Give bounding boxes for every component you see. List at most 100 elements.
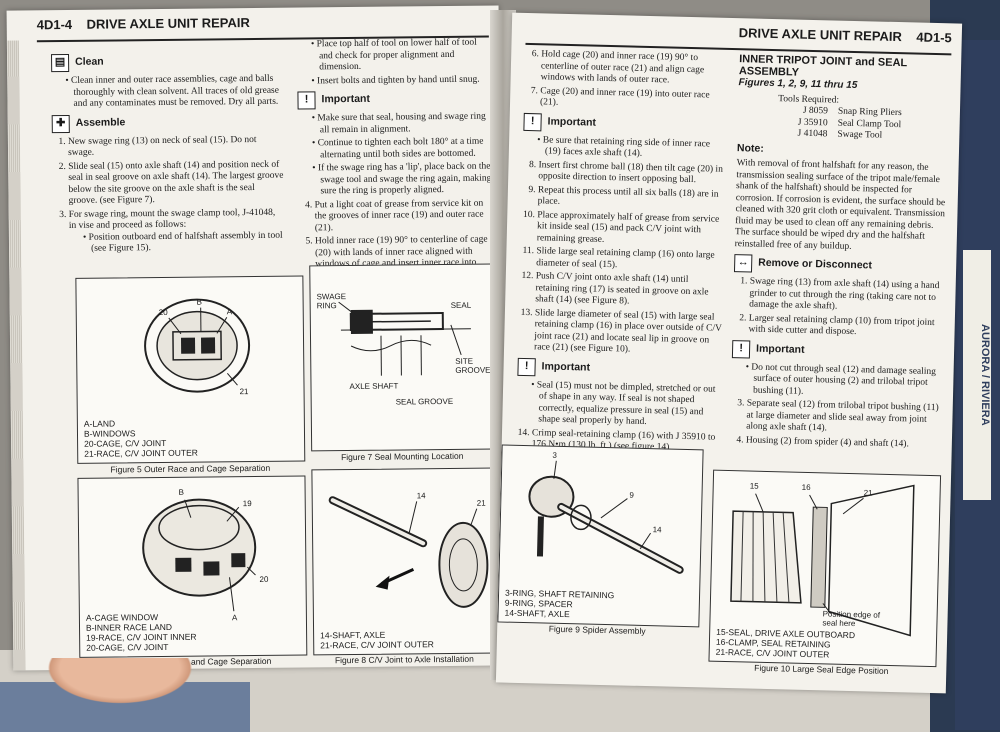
remove-step-4: Housing (2) from spider (4) and shaft (1…	[746, 435, 942, 451]
figure-10-drawing	[730, 484, 915, 637]
assemble-heading: ✚ Assemble	[51, 112, 284, 133]
left-page: 4D1-4 DRIVE AXLE UNIT REPAIR ▤ Clean • C…	[6, 5, 506, 671]
clean-icon: ▤	[51, 53, 70, 73]
page-header-title: DRIVE AXLE UNIT REPAIR	[86, 15, 250, 32]
fig9-callout-14: 14	[652, 525, 662, 535]
fig6-callout-20: 20	[259, 574, 269, 584]
important-heading-3: ! Important	[731, 339, 944, 363]
figure-9-legend: 3-RING, SHAFT RETAINING 9-RING, SPACER 1…	[504, 587, 615, 620]
fig9-callout-3: 3	[552, 450, 558, 460]
fig5-callout-b: B	[196, 297, 203, 307]
fig8-callout-21: 21	[476, 498, 486, 508]
remove-steps-continued: Separate seal (12) from trilobal tripot …	[730, 398, 943, 451]
important-text-2: • Seal (15) must not be dimpled, stretch…	[531, 379, 716, 428]
right-column-2: INNER TRIPOT JOINT and SEAL ASSEMBLY Fig…	[730, 53, 952, 453]
fig6-callout-19: 19	[242, 499, 252, 509]
page-edges	[6, 40, 26, 671]
remove-steps: Swage ring (13) from axle shaft (14) usi…	[732, 276, 945, 341]
note-heading: Note:	[736, 141, 765, 155]
fig5-callout-20: 20	[158, 307, 168, 318]
clean-text: • Clean inner and outer race assemblies,…	[65, 73, 279, 109]
note-text: With removal of front halfshaft for any …	[734, 158, 946, 252]
fig9-callout-9: 9	[629, 490, 635, 500]
figure-5-caption: Figure 5 Outer Race and Cage Separation	[110, 462, 271, 475]
page-code: 4D1-5	[916, 29, 952, 46]
step-11: Slide large seal retaining clamp (16) on…	[536, 246, 725, 274]
assemble-steps: New swage ring (13) on neck of seal (15)…	[52, 134, 285, 255]
important-text-3: • Do not cut through seal (12) and damag…	[745, 361, 937, 397]
step-9: Repeat this process until all six balls …	[537, 185, 726, 213]
important-text-1: • Be sure that retaining ring side of in…	[537, 134, 711, 159]
important-heading-2: ! Important	[517, 357, 721, 380]
figure-5: 20 B A 21 A-LAND B-WINDOWS 20-CAGE, C/V …	[75, 275, 306, 464]
step-10: Place approximately half of grease from …	[537, 210, 726, 249]
fig7-label-seal: SEAL	[450, 300, 472, 310]
step-13: Slide large diameter of seal (15) with l…	[534, 308, 723, 359]
figure-9-drawing	[528, 460, 684, 574]
important-icon: !	[523, 112, 542, 131]
step-4: Put a light coat of grease from service …	[315, 198, 494, 234]
left-column-1: ▤ Clean • Clean inner and outer race ass…	[51, 48, 285, 258]
right-page: DRIVE AXLE UNIT REPAIR 4D1-5 Hold cage (…	[495, 12, 963, 694]
important-icon: !	[731, 339, 751, 359]
steps-mid: Insert first chrome ball (18) then tilt …	[518, 159, 727, 358]
important-heading: ! Important	[297, 90, 492, 110]
col2-bullet-1: • Place top half of tool on lower half o…	[310, 37, 477, 73]
steps-top: Hold cage (20) and inner race (19) 90° t…	[524, 49, 729, 113]
fig6-callout-b: B	[178, 487, 185, 497]
fig5-callout-a: A	[226, 307, 233, 317]
figure-7-drawing	[338, 301, 471, 376]
figure-7-caption: Figure 7 Seal Mounting Location	[340, 450, 464, 463]
step-1: New swage ring (13) on neck of seal (15)…	[68, 134, 284, 159]
figure-10-legend: 15-SEAL, DRIVE AXLE OUTBOARD 16-CLAMP, S…	[715, 626, 856, 660]
fig7-label-seal-groove: SEAL GROOVE	[395, 396, 454, 407]
figure-5-drawing	[144, 298, 251, 393]
important-bullet-2: • Continue to tighten each bolt 180° at …	[311, 136, 484, 160]
step-12: Push C/V joint onto axle shaft (14) unti…	[535, 271, 724, 310]
fig10-note: Position edge of seal here	[822, 609, 881, 629]
clean-heading: ▤ Clean	[51, 52, 283, 73]
figure-6-drawing	[142, 498, 257, 612]
figure-8-caption: Figure 8 C/V Joint to Axle Installation	[334, 653, 474, 666]
fig10-callout-16: 16	[801, 482, 811, 493]
fig10-callout-15: 15	[749, 481, 759, 491]
page-header-title: DRIVE AXLE UNIT REPAIR	[738, 25, 903, 45]
figure-8: 14 21 14-SHAFT, AXLE 21-RACE, C/V JOINT …	[311, 467, 498, 656]
spine-label: AURORA / RIVIERA	[963, 250, 991, 500]
remove-step-3: Separate seal (12) from trilobal tripot …	[746, 398, 943, 437]
important-heading: ! Important	[523, 112, 727, 135]
assemble-icon: ✚	[51, 114, 70, 133]
fig7-label-swage-ring: SWAGE RING	[316, 292, 347, 311]
page-code: 4D1-4	[36, 16, 73, 33]
fig8-callout-14: 14	[416, 491, 426, 501]
fig6-callout-a: A	[231, 613, 238, 623]
figure-6: B 19 20 A A-CAGE WINDOW B-INNER RACE LAN…	[77, 475, 308, 658]
fig5-callout-21: 21	[239, 387, 249, 397]
remove-step-1: Swage ring (13) from axle shaft (14) usi…	[749, 276, 946, 315]
figure-9: 3 9 14 3-RING, SHAFT RETAINING 9-RING, S…	[497, 444, 704, 628]
col2-bullet-2: • Insert bolts and tighten by hand until…	[311, 74, 480, 86]
figure-8-drawing	[328, 496, 489, 608]
step-3: For swage ring, mount the swage clamp to…	[69, 207, 285, 255]
step-8: Insert first chrome ball (18) then tilt …	[538, 160, 727, 188]
figure-8-legend: 14-SHAFT, AXLE 21-RACE, C/V JOINT OUTER	[320, 629, 434, 651]
fig10-callout-21: 21	[863, 488, 873, 498]
step-6: Hold cage (20) and inner race (19) 90° t…	[541, 49, 730, 88]
figure-10: 15 16 21 Position edge of seal here 15-S…	[708, 469, 942, 668]
fig7-label-site-groove: SITE GROOVE	[455, 356, 491, 375]
important-icon: !	[297, 91, 316, 110]
step-7: Cage (20) and inner race (19) into outer…	[540, 86, 729, 114]
remove-heading: ↔ Remove or Disconnect	[733, 254, 946, 277]
fig7-label-axle-shaft: AXLE SHAFT	[349, 381, 399, 392]
figure-7: SWAGE RING SEAL AXLE SHAFT SITE GROOVE S…	[309, 263, 496, 452]
important-icon: !	[517, 357, 536, 376]
left-column-2: • Place top half of tool on lower half o…	[297, 38, 495, 285]
figure-5-legend: A-LAND B-WINDOWS 20-CAGE, C/V JOINT 21-R…	[83, 418, 198, 459]
remove-step-2: Larger seal retaining clamp (10) from tr…	[748, 313, 945, 341]
important-bullet-3: • If the swage ring has a 'lip', place b…	[312, 161, 492, 197]
important-bullet-1: • Make sure that seal, housing and swage…	[311, 111, 486, 135]
remove-icon: ↔	[733, 254, 753, 273]
right-column-1: Hold cage (20) and inner race (19) 90° t…	[516, 49, 730, 457]
step-2: Slide seal (15) onto axle shaft (14) and…	[68, 159, 284, 207]
hand-thumb	[0, 658, 250, 732]
